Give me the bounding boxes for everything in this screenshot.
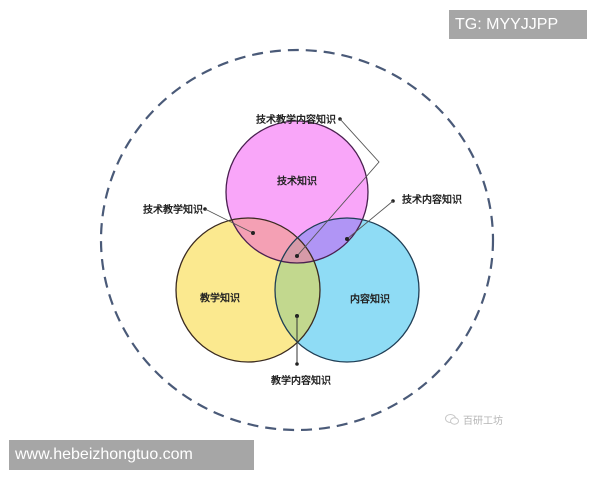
callout-tpk bbox=[203, 207, 255, 235]
label-tpk: 技术教学知识 bbox=[143, 205, 203, 216]
label-tpack: 技术教学内容知识 bbox=[256, 115, 336, 126]
label-technology: 技术知识 bbox=[277, 176, 317, 188]
label-tck: 技术内容知识 bbox=[402, 195, 462, 206]
label-pck: 教学内容知识 bbox=[271, 376, 331, 387]
outer-dashed-boundary bbox=[99, 48, 495, 432]
brand-name: 百研工坊 bbox=[463, 416, 503, 427]
callout-pck bbox=[295, 314, 299, 366]
callout-tpack bbox=[295, 117, 380, 258]
brand-mark: 百研工坊 bbox=[445, 412, 503, 427]
label-content: 内容知识 bbox=[350, 294, 390, 306]
wechat-icon bbox=[445, 414, 459, 425]
label-pedagogy: 教学知识 bbox=[200, 293, 240, 305]
watermark-bottom-left: www.hebeizhongtuo.com bbox=[9, 440, 254, 470]
watermark-top-right: TG: MYYJJPP bbox=[449, 10, 587, 39]
callout-tck bbox=[345, 199, 395, 241]
